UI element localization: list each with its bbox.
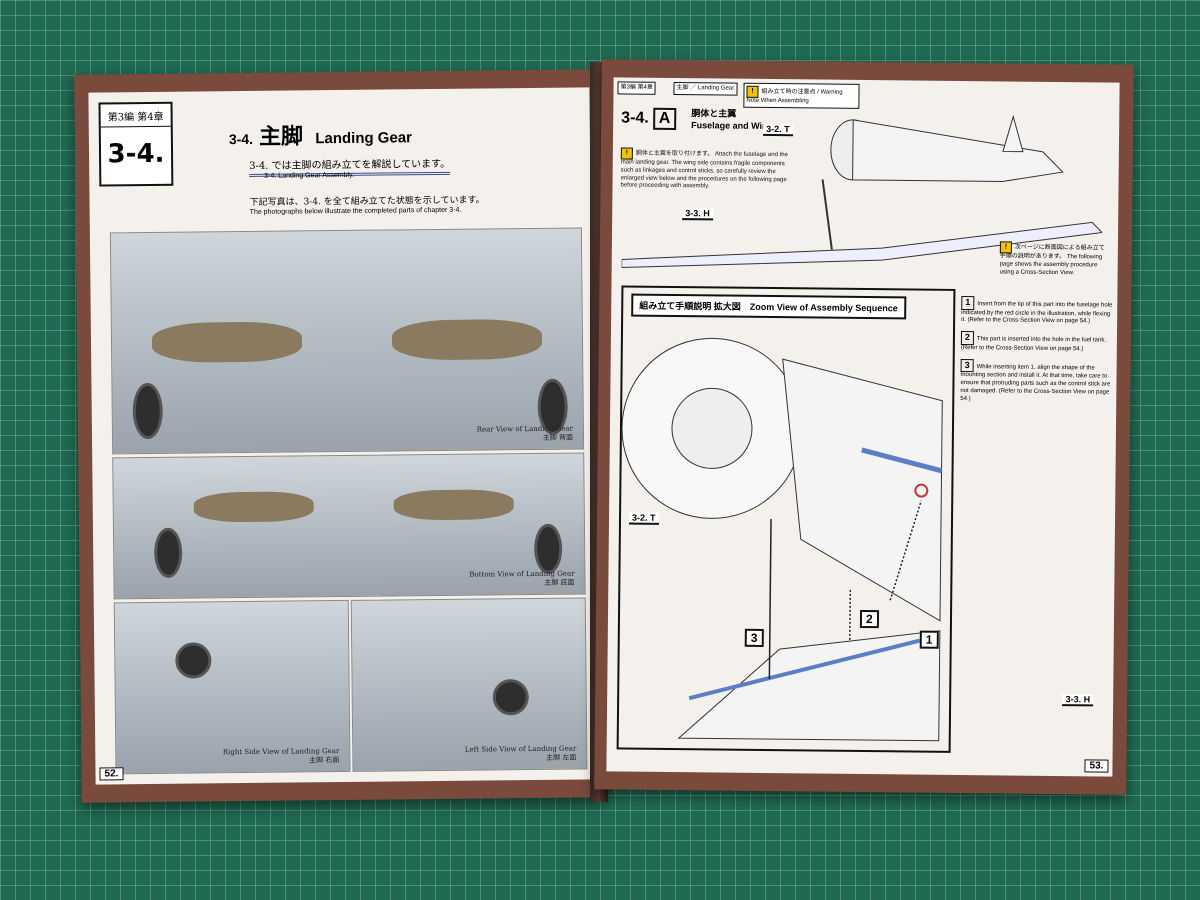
header-chapter: 第3編 第4章 [617,81,656,95]
rear-view-caption: Rear View of Landing Gear 主脚 背面 [476,424,574,442]
lead-en: 3-4. Landing Gear Assembly. [264,171,355,180]
ref-3-3-H-zoom: 3-3. H [1062,694,1094,707]
right-side-view-caption: Right Side View of Landing Gear 主脚 右面 [222,747,340,765]
chapter-number: 3-4. [107,138,165,170]
photos-intro-jp: 下記写真は、3-4. を全て組み立てた状態を示しています。 [249,195,485,208]
left-side-view-photo: Left Side View of Landing Gear 主脚 左面 [350,597,588,772]
callout-3: 3 [744,628,764,647]
open-manual: 第3編 第4章 3-4. 3-4. 主脚 Landing Gear 3-4. で… [74,59,1134,807]
chapter-label: 第3編 第4章 [100,107,171,128]
title-jp: 主脚 [258,123,304,149]
callout-2: 2 [859,609,879,629]
zoom-title: 組み立て手順説明 拡大図 Zoom View of Assembly Seque… [631,293,906,320]
left-page: 第3編 第4章 3-4. 3-4. 主脚 Landing Gear 3-4. で… [74,69,607,803]
header-section: 主脚 ／ Landing Gear [673,81,738,96]
right-page-number: 53. [1084,759,1109,773]
section-number: 3-4. [228,130,254,148]
left-page-number: 52. [99,767,124,781]
ref-3-2-T-zoom: 3-2. T [628,512,659,525]
ref-3-2-T: 3-2. T [763,123,793,137]
warning-icon: ! [999,241,1012,254]
right-page: 第3編 第4章 主脚 ／ Landing Gear !組み立て時の注意点 / W… [594,59,1134,795]
photos-intro-en: The photographs below illustrate the com… [249,206,462,216]
header-warning: !組み立て時の注意点 / Warning Note When Assemblin… [743,82,860,110]
zoom-view-frame: 組み立て手順説明 拡大図 Zoom View of Assembly Seque… [616,285,956,753]
cross-section-note: !次ページに断面図による組み立て手順の説明があります。 The followin… [1000,241,1110,278]
left-page-content: 第3編 第4章 3-4. 3-4. 主脚 Landing Gear 3-4. で… [88,87,597,785]
ref-3-3-H: 3-3. H [682,208,713,221]
rear-view-photo: Rear View of Landing Gear 主脚 背面 [109,227,585,455]
bottom-view-photo: Bottom View of Landing Gear 主脚 底面 [112,452,586,600]
zoom-line-drawing [621,337,943,742]
aircraft-line-drawing [621,114,1104,268]
left-side-view-caption: Left Side View of Landing Gear 主脚 左面 [464,744,577,762]
bottom-view-caption: Bottom View of Landing Gear 主脚 底面 [469,569,575,587]
warning-icon: ! [746,85,759,98]
page-title: 3-4. 主脚 Landing Gear [229,117,412,151]
right-side-view-photo: Right Side View of Landing Gear 主脚 右面 [113,599,351,775]
chapter-box: 第3編 第4章 3-4. [98,101,174,187]
title-en: Landing Gear [315,129,413,148]
right-page-content: 第3編 第4章 主脚 ／ Landing Gear !組み立て時の注意点 / W… [606,77,1120,777]
callout-1: 1 [919,630,939,649]
